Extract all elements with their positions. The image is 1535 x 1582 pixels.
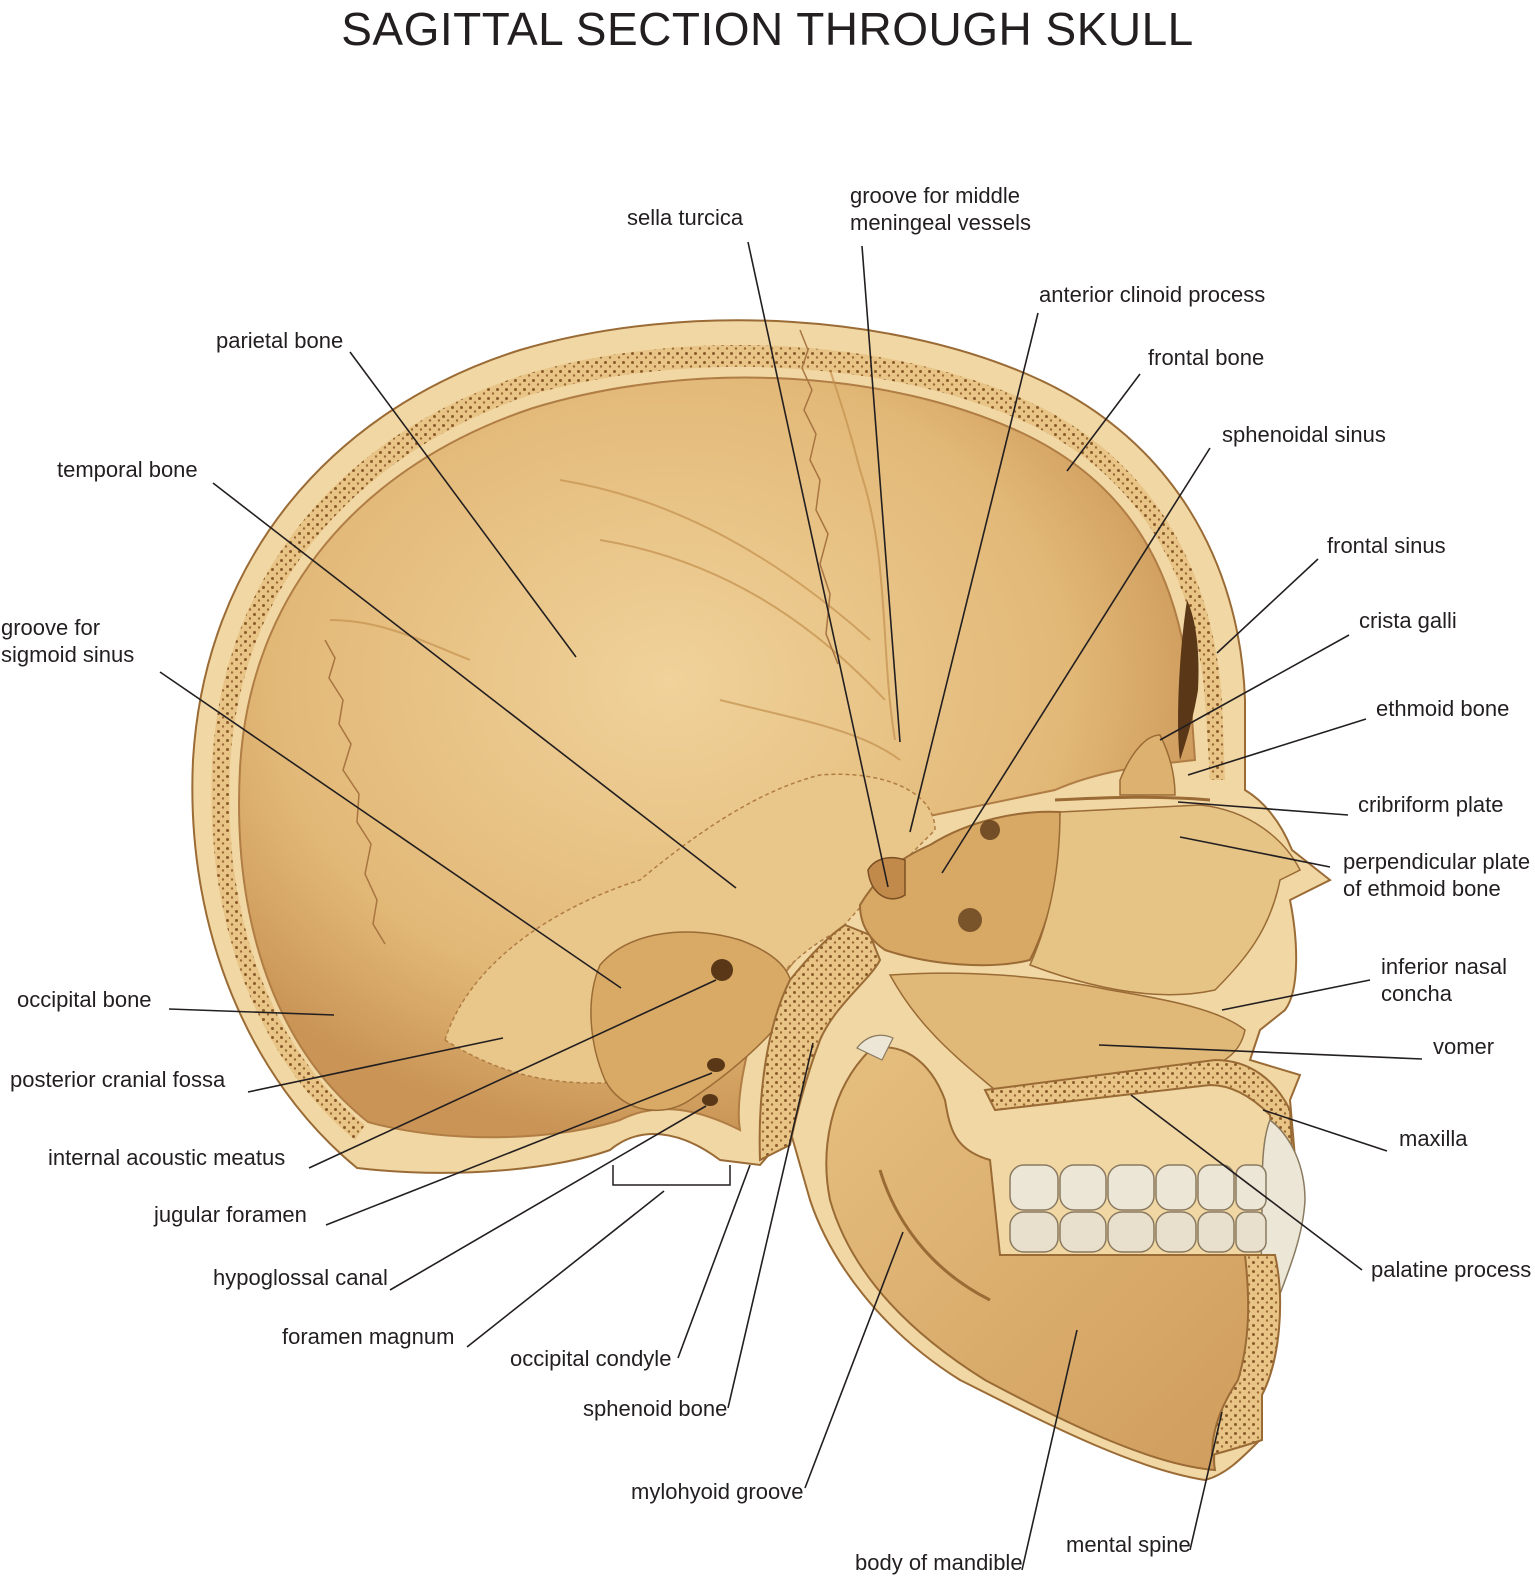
- sinus-dark-spot-2: [958, 908, 982, 932]
- leader-body-of-mandible: [1021, 1329, 1078, 1571]
- label-maxilla: maxilla: [1399, 1126, 1468, 1151]
- label-groove-middle-meningeal: groove for middle meningeal vessels: [850, 183, 1031, 235]
- mandible-shape: [825, 1046, 1264, 1472]
- label-occipital-condyle: occipital condyle: [510, 1346, 672, 1371]
- leader-maxilla: [1262, 1109, 1388, 1152]
- label-inferior-nasal-concha: inferior nasal concha: [1381, 954, 1507, 1006]
- mylohyoid-groove-line: [878, 1169, 991, 1302]
- jugular-foramen-hole: [707, 1058, 725, 1072]
- sphenoid-section: [758, 923, 882, 1162]
- label-hypoglossal-canal: hypoglossal canal: [213, 1265, 388, 1290]
- leader-cribriform-plate: [1177, 801, 1349, 816]
- leader-jugular-foramen: [325, 1072, 713, 1226]
- petrous-ridge: [590, 931, 794, 1112]
- leader-posterior-cranial-fossa: [247, 1037, 504, 1093]
- leader-internal-acoustic-meatus: [308, 979, 717, 1169]
- label-temporal-bone: temporal bone: [57, 457, 198, 482]
- leader-groove-sigmoid: [159, 671, 622, 989]
- leader-crista-galli: [1159, 634, 1350, 741]
- label-occipital-bone: occipital bone: [17, 987, 152, 1012]
- leader-ethmoid-bone: [1187, 718, 1367, 776]
- diagram-title: SAGITTAL SECTION THROUGH SKULL: [341, 3, 1194, 55]
- leader-frontal-sinus: [1216, 558, 1319, 654]
- cribriform-plate-shape: [1054, 795, 1211, 802]
- hypoglossal-canal-hole: [702, 1094, 718, 1106]
- lambdoid-suture: [324, 639, 386, 945]
- label-frontal-sinus: frontal sinus: [1327, 533, 1446, 558]
- label-internal-acoustic-meatus: internal acoustic meatus: [48, 1145, 286, 1170]
- crista-galli-shape: [1119, 734, 1176, 796]
- frontal-sinus-cavity: [1178, 600, 1199, 760]
- leader-groove-middle-meningeal: [861, 245, 901, 743]
- label-groove-sigmoid-sinus: groove for sigmoid sinus: [1, 615, 135, 667]
- perpendicular-plate-shape: [1028, 804, 1302, 996]
- label-cribriform-plate: cribriform plate: [1358, 792, 1504, 817]
- leader-perpendicular-plate: [1179, 836, 1331, 868]
- label-perpendicular-plate: perpendicular plate of ethmoid bone: [1343, 849, 1531, 901]
- label-sella-turcica: sella turcica: [627, 205, 744, 230]
- coronoid-tip: [856, 1034, 894, 1061]
- label-ethmoid-bone: ethmoid bone: [1376, 696, 1510, 721]
- label-sphenoidal-sinus: sphenoidal sinus: [1222, 422, 1386, 447]
- foramen-magnum-bracket: [612, 1165, 731, 1186]
- concha-vomer-region: [888, 972, 1246, 1091]
- label-frontal-bone: frontal bone: [1148, 345, 1265, 370]
- leader-sphenoidal-sinus: [941, 447, 1211, 874]
- leader-occipital-condyle: [677, 1164, 751, 1359]
- leader-parietal-bone: [349, 351, 577, 658]
- leader-mylohyoid-groove: [804, 1231, 904, 1489]
- leader-hypoglossal-canal: [389, 1105, 707, 1291]
- vessel-grooves: [329, 369, 901, 761]
- label-mylohyoid-groove: mylohyoid groove: [631, 1479, 804, 1504]
- leader-mental-spine: [1189, 1411, 1223, 1551]
- leader-sella-turcica: [747, 241, 889, 888]
- leader-inferior-nasal-concha: [1221, 979, 1371, 1011]
- leader-frontal-bone: [1066, 373, 1141, 472]
- leader-vomer: [1098, 1044, 1423, 1060]
- leader-occipital-bone: [168, 1008, 335, 1016]
- lower-teeth: [1009, 1211, 1267, 1253]
- leader-temporal-bone: [212, 482, 737, 889]
- upper-teeth: [1009, 1164, 1267, 1211]
- leader-anterior-clinoid: [909, 312, 1039, 833]
- sinus-dark-spot-1: [980, 820, 1000, 840]
- label-foramen-magnum: foramen magnum: [282, 1324, 455, 1349]
- coronal-suture: [799, 329, 839, 665]
- label-jugular-foramen: jugular foramen: [154, 1202, 307, 1227]
- label-parietal-bone: parietal bone: [216, 328, 344, 353]
- internal-acoustic-meatus-hole: [711, 959, 733, 981]
- label-mental-spine: mental spine: [1066, 1532, 1191, 1557]
- label-vomer: vomer: [1433, 1034, 1495, 1059]
- leader-sphenoid-bone: [727, 1042, 814, 1409]
- label-crista-galli: crista galli: [1359, 608, 1457, 633]
- label-body-of-mandible: body of mandible: [855, 1550, 1023, 1575]
- label-anterior-clinoid-process: anterior clinoid process: [1039, 282, 1266, 307]
- leader-foramen-magnum: [466, 1190, 665, 1348]
- label-posterior-cranial-fossa: posterior cranial fossa: [10, 1067, 226, 1092]
- label-palatine-process: palatine process: [1371, 1257, 1532, 1282]
- label-sphenoid-bone: sphenoid bone: [583, 1396, 728, 1421]
- leader-palatine-process: [1130, 1094, 1363, 1271]
